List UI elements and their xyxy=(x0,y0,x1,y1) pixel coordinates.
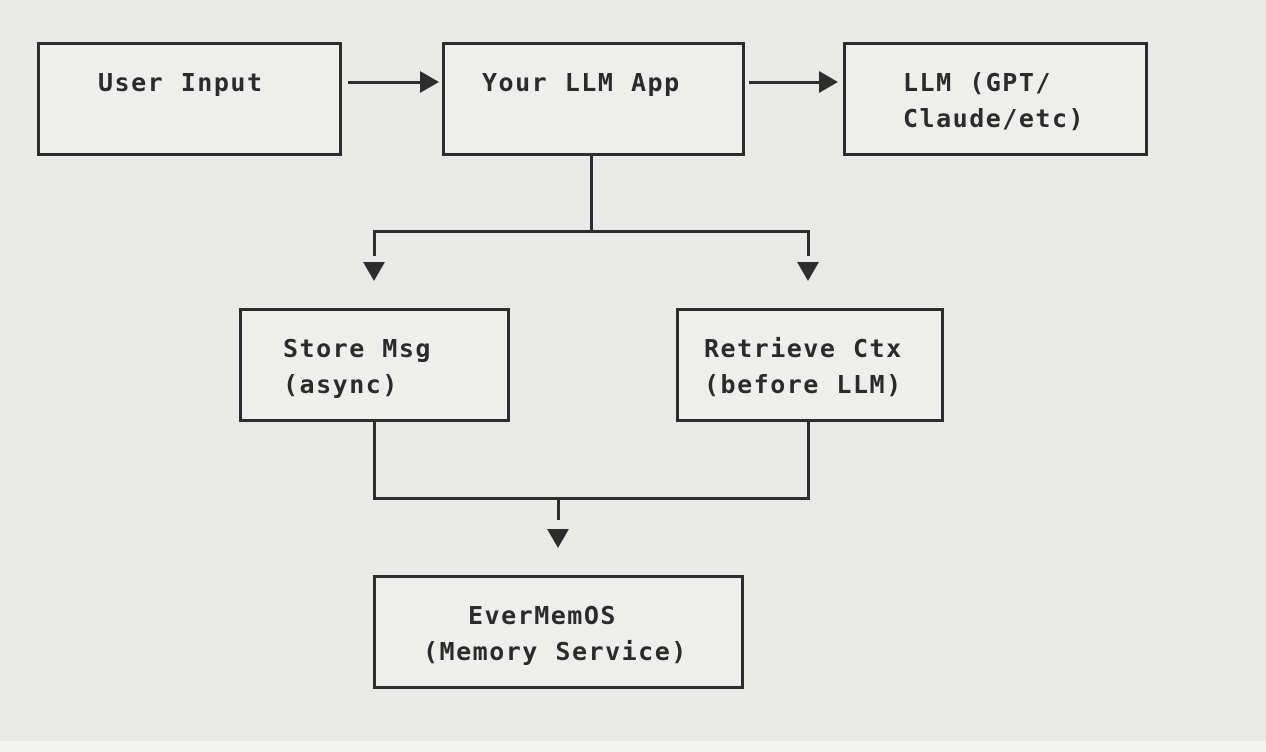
node-store-msg: Store Msg (async) xyxy=(239,308,510,422)
node-evermemos: EverMemOS (Memory Service) xyxy=(373,575,744,689)
edge-llmapp-branch-stem xyxy=(590,155,593,232)
edge-retrievectx-down xyxy=(807,421,810,500)
node-label-line-2: (Memory Service) xyxy=(423,637,688,666)
bottom-edge-strip xyxy=(0,741,1266,752)
node-label-line-2: (before LLM) xyxy=(704,370,903,399)
arrowhead-down-icon xyxy=(797,262,819,281)
arrowhead-right-icon xyxy=(819,71,838,93)
arrowhead-right-icon xyxy=(420,71,439,93)
arrowhead-down-icon xyxy=(363,262,385,281)
edge-branch-right-drop xyxy=(807,230,810,256)
node-label-line-1: LLM (GPT/ xyxy=(903,68,1052,97)
node-label-line-2: Claude/etc) xyxy=(903,104,1086,133)
edge-userinput-to-llmapp-line xyxy=(348,81,420,84)
node-retrieve-ctx: Retrieve Ctx (before LLM) xyxy=(676,308,944,422)
node-label-line-1: Retrieve Ctx xyxy=(704,334,903,363)
node-label: Your LLM App xyxy=(482,68,681,97)
edge-llmapp-to-llm-line xyxy=(749,81,819,84)
node-label-line-1: EverMemOS xyxy=(468,601,617,630)
edge-branch-left-drop xyxy=(373,230,376,256)
node-llm-app: Your LLM App xyxy=(442,42,745,156)
node-llm: LLM (GPT/ Claude/etc) xyxy=(843,42,1148,156)
edge-branch-crossbar xyxy=(373,230,810,233)
arrowhead-down-icon xyxy=(547,529,569,548)
node-user-input: User Input xyxy=(37,42,342,156)
edge-merge-crossbar xyxy=(373,497,810,500)
edge-storemsg-down xyxy=(373,421,376,500)
node-label-line-2: (async) xyxy=(283,370,399,399)
node-label-line-1: Store Msg xyxy=(283,334,432,363)
edge-merge-stem xyxy=(557,500,560,520)
node-label: User Input xyxy=(98,68,264,97)
